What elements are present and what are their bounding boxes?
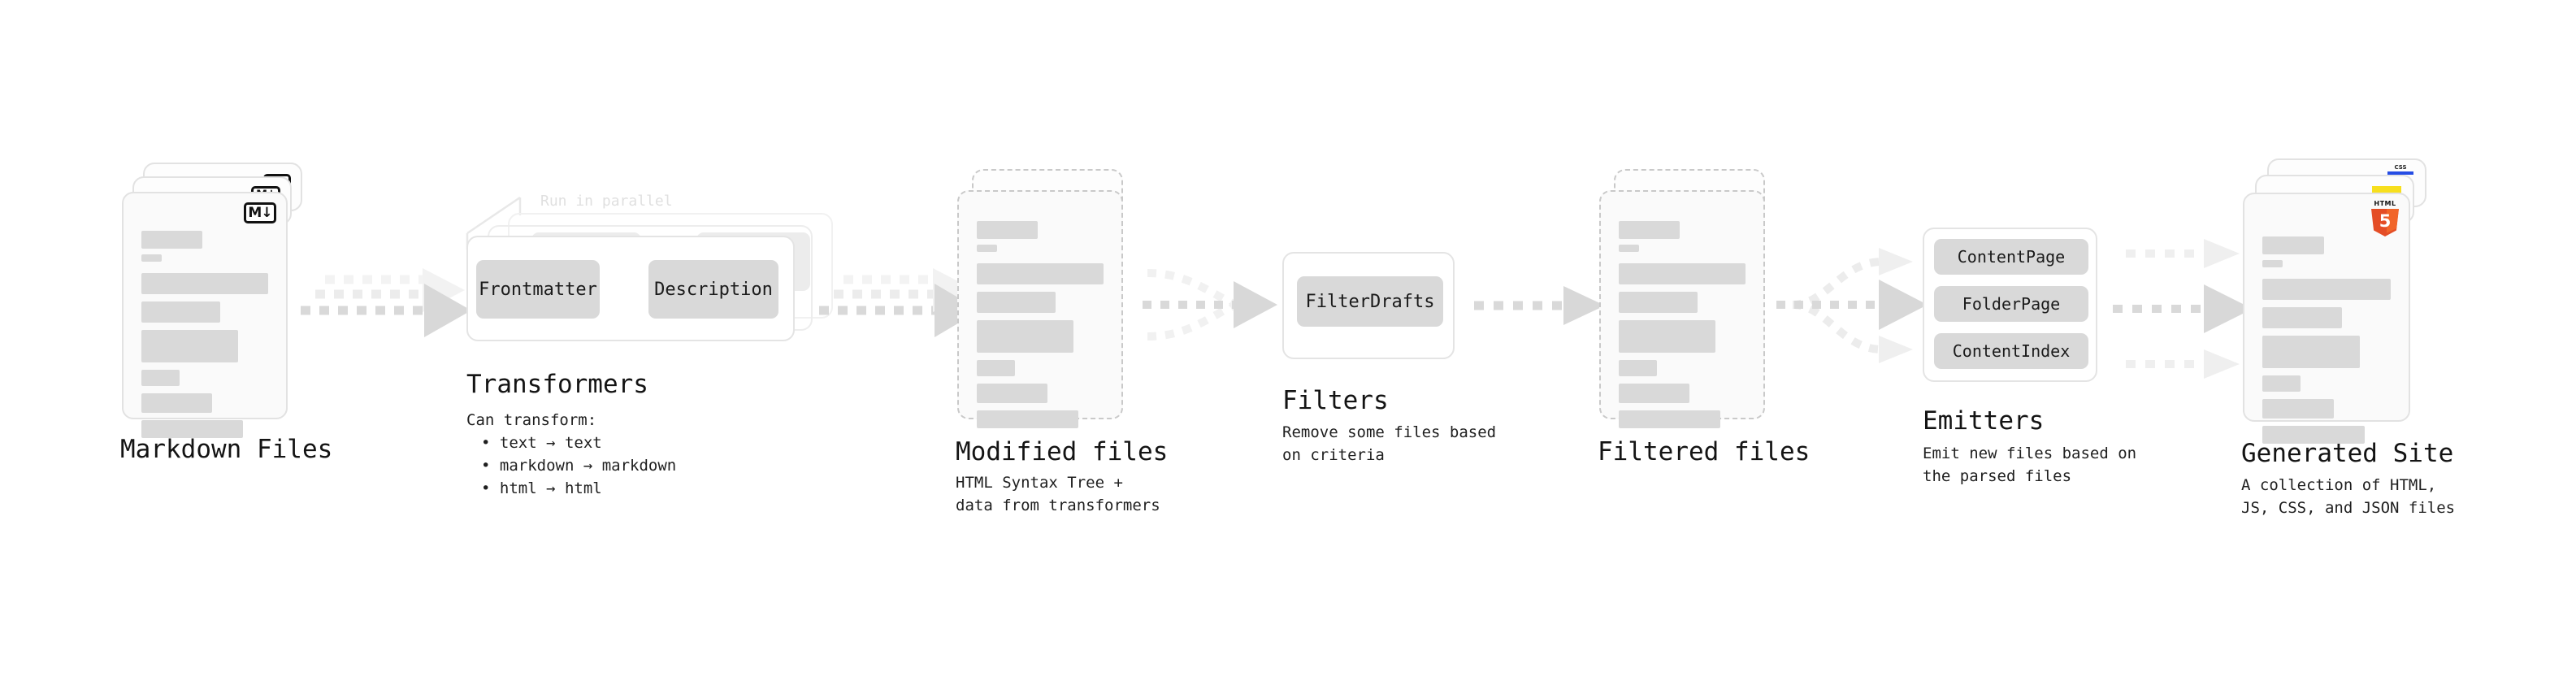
filtered-card-stack bbox=[1599, 169, 1778, 428]
generated-placeholder-lines bbox=[2262, 236, 2391, 451]
stage-markdown-files: M↓ M↓ M↓ bbox=[120, 163, 332, 464]
html5-badge: HTML 5 bbox=[2370, 201, 2400, 236]
modified-files-title: Modified files bbox=[956, 437, 1169, 466]
run-in-parallel-label: Run in parallel bbox=[540, 193, 673, 210]
markdown-card-front: M↓ bbox=[122, 192, 288, 438]
modified-files-subtitle: HTML Syntax Tree + data from transformer… bbox=[956, 474, 1160, 514]
stage-generated-site: CSS HTML 5 bbox=[2241, 158, 2455, 517]
generated-card-front: HTML 5 bbox=[2243, 193, 2410, 444]
emitters-subtitle: Emit new files based on the parsed files bbox=[1923, 445, 2137, 485]
filtered-card-front bbox=[1599, 190, 1765, 428]
generated-site-subtitle: A collection of HTML, JS, CSS, and JSON … bbox=[2241, 476, 2456, 517]
css-badge-label: CSS bbox=[2394, 164, 2407, 171]
modified-card-front bbox=[957, 190, 1123, 428]
connector-filtered-to-emitters bbox=[1776, 248, 1928, 363]
transformers-bullet-2: • markdown → markdown bbox=[481, 457, 677, 475]
html5-badge-word: HTML bbox=[2374, 200, 2396, 207]
filter-pill-filterdrafts[interactable]: FilterDrafts bbox=[1297, 276, 1443, 327]
markdown-badge-label: M↓ bbox=[248, 204, 272, 221]
markdown-card-stack: M↓ M↓ M↓ bbox=[122, 163, 309, 438]
stage-filters: FilterDrafts Filters Remove some files b… bbox=[1282, 252, 1496, 464]
generated-site-title: Generated Site bbox=[2241, 439, 2454, 468]
markdown-badge: M↓ bbox=[244, 202, 276, 223]
transformers-bullet-1: • text → text bbox=[481, 434, 602, 452]
html5-badge-shield: 5 bbox=[2371, 209, 2399, 236]
emitter-pill-contentindex[interactable]: ContentIndex bbox=[1934, 333, 2088, 369]
markdown-placeholder-lines bbox=[141, 231, 268, 445]
emitters-box: ContentPage FolderPage ContentIndex bbox=[1923, 228, 2097, 382]
filtered-files-title: Filtered files bbox=[1598, 437, 1811, 466]
connector-modified-to-filters bbox=[1143, 269, 1277, 340]
css-badge-bar bbox=[2387, 171, 2413, 175]
emitter-pill-contentpage[interactable]: ContentPage bbox=[1934, 239, 2088, 275]
transformers-subtitle: Can transform: bbox=[466, 411, 597, 429]
emitters-title: Emitters bbox=[1923, 406, 2045, 436]
transformers-title: Transformers bbox=[466, 370, 648, 399]
modified-placeholder-lines bbox=[977, 221, 1104, 436]
filtered-placeholder-lines bbox=[1619, 221, 1746, 436]
filters-subtitle: Remove some files based on criteria bbox=[1282, 423, 1497, 464]
filters-title: Filters bbox=[1282, 386, 1389, 415]
stage-filtered-files: Filtered files bbox=[1598, 169, 1810, 466]
connector-md-to-transformers bbox=[301, 268, 471, 337]
transformer-pill-frontmatter[interactable]: Frontmatter bbox=[476, 260, 600, 319]
stage-modified-files: Modified files HTML Syntax Tree + data f… bbox=[956, 169, 1168, 514]
html5-badge-number: 5 bbox=[2379, 211, 2392, 231]
filters-box: FilterDrafts bbox=[1282, 252, 1455, 359]
emitter-pill-folderpage[interactable]: FolderPage bbox=[1934, 286, 2088, 322]
generated-card-stack: CSS HTML 5 bbox=[2243, 158, 2434, 444]
transformer-pill-description[interactable]: Description bbox=[648, 260, 778, 319]
transformers-bullet-3: • html → html bbox=[481, 479, 602, 497]
css-badge: CSS bbox=[2387, 165, 2413, 176]
connector-filters-to-filtered bbox=[1474, 286, 1605, 325]
transformers-box-front: Frontmatter Description bbox=[466, 236, 795, 341]
markdown-files-title: Markdown Files bbox=[120, 435, 333, 464]
stage-emitters: ContentPage FolderPage ContentIndex Emit… bbox=[1923, 228, 2136, 485]
connector-emitters-to-site bbox=[2113, 239, 2253, 379]
modified-card-stack bbox=[957, 169, 1136, 428]
